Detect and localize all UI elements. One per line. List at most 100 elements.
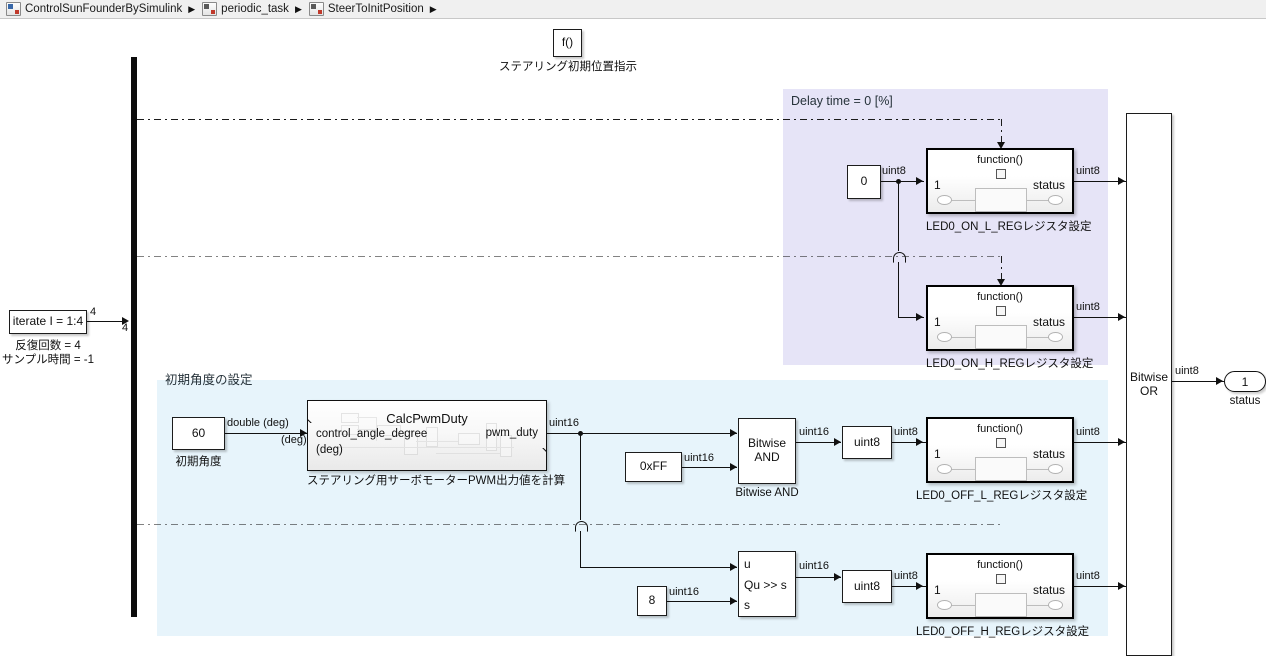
- breadcrumb-item-steer-to-init-position[interactable]: SteerToInitPosition: [307, 2, 426, 16]
- wire-zero-branch-down: [898, 181, 900, 251]
- breadcrumb-separator: ▶: [188, 3, 196, 14]
- constant-zero-value: 0: [860, 174, 868, 189]
- function-call-line-off-l: [137, 524, 1002, 526]
- shift-arithmetic-block[interactable]: u Qu >> s s: [738, 551, 796, 617]
- constant-angle-block[interactable]: 60: [172, 417, 225, 450]
- function-call-drop-on-l: [1001, 119, 1003, 144]
- bitwise-or-block[interactable]: Bitwise OR: [1126, 113, 1172, 656]
- signal-label-and-out: uint16: [799, 426, 829, 438]
- arrow-mask-to-and: [730, 463, 737, 471]
- converter-low-block[interactable]: uint8: [842, 426, 892, 459]
- arrow-or-to-output: [1216, 377, 1223, 385]
- signal-label-convert-low-out: uint8: [894, 426, 918, 438]
- function-call-block[interactable]: f(): [553, 29, 582, 57]
- output-port-status[interactable]: 1: [1224, 371, 1266, 392]
- wire-pwm-to-shift: [580, 567, 737, 569]
- arrow-function-call-on-h: [997, 279, 1005, 286]
- wire-and-to-convert: [796, 442, 841, 444]
- bitwise-and-caption: Bitwise AND: [735, 487, 799, 499]
- subsystem-led0-on-l-reg[interactable]: function() 1 status: [926, 148, 1074, 214]
- function-call-port-label: function(): [977, 154, 1023, 166]
- breadcrumb-item-model[interactable]: ControlSunFounderBySimulink: [4, 2, 184, 16]
- subsystem-icon-box: [975, 188, 1027, 212]
- model-caption-calc-pwm-duty: ステアリング用サーボモーターPWM出力値を計算: [307, 475, 566, 487]
- subsystem-led0-off-h-reg[interactable]: function() 1 status: [926, 553, 1074, 619]
- signal-label-pwm-uint16: uint16: [549, 417, 579, 429]
- wire-on-l-to-or: [1074, 181, 1126, 183]
- subsystem-icon: [202, 2, 218, 16]
- subsystem-icon-in-oval: [937, 464, 952, 474]
- signal-label-zero-uint8: uint8: [882, 165, 906, 177]
- function-call-port-icon: [996, 169, 1006, 179]
- breadcrumb-label: ControlSunFounderBySimulink: [25, 3, 183, 15]
- constant-shift-value: 8: [648, 593, 656, 608]
- area-initial-angle-label: 初期角度の設定: [165, 373, 253, 387]
- arrow-shift-to-convert: [834, 573, 841, 581]
- subsystem-led0-on-h-reg[interactable]: function() 1 status: [926, 285, 1074, 351]
- signal-label-off-h-out: uint8: [1076, 570, 1100, 582]
- wire-shiftamt-to-shift: [667, 601, 737, 603]
- signal-label-double-deg: double (deg): [227, 417, 289, 429]
- converter-low-label: uint8: [853, 434, 881, 449]
- wire-convert-to-off-l: [892, 442, 926, 444]
- subsystem-led0-off-l-reg[interactable]: function() 1 status: [926, 417, 1074, 483]
- arrow-convert-to-off-h: [916, 582, 923, 590]
- wire-zero-to-on-h: [898, 317, 924, 319]
- subsystem-caption-led0-on-h: LED0_ON_H_REGレジスタ設定: [926, 358, 1094, 370]
- subsystem-in-port-label: 1: [934, 583, 941, 597]
- wire-shift-to-convert: [796, 577, 841, 579]
- constant-angle-caption: 初期角度: [175, 456, 222, 468]
- arrow-shiftamt-to-shift: [730, 597, 737, 605]
- constant-zero-block[interactable]: 0: [847, 165, 881, 199]
- subsystem-icon-in-oval: [937, 600, 952, 610]
- converter-high-label: uint8: [853, 578, 881, 593]
- wire-zero-to-on-l: [881, 181, 924, 183]
- signal-label-convert-high-out: uint8: [894, 570, 918, 582]
- iterator-label: iterate I = 1:4: [12, 314, 84, 329]
- subsystem-caption-led0-off-l: LED0_OFF_L_REGレジスタ設定: [916, 490, 1088, 502]
- function-call-label: f(): [561, 35, 574, 50]
- wire-hop-zero: [893, 252, 906, 263]
- subsystem-in-port-label: 1: [934, 315, 941, 329]
- constant-mask-value: 0xFF: [639, 459, 668, 474]
- wire-hop-pwm: [575, 521, 588, 532]
- wire-label-iterator-bottom: 4: [122, 322, 129, 334]
- wire-iterator-to-bus: [87, 321, 127, 323]
- signal-label-shift-out: uint16: [799, 560, 829, 572]
- constant-shift-block[interactable]: 8: [637, 586, 667, 616]
- model-icon: [6, 2, 21, 16]
- model-block-calc-pwm-duty[interactable]: CalcPwmDuty control_angle_degree (deg) p…: [307, 400, 547, 471]
- converter-high-block[interactable]: uint8: [842, 570, 892, 603]
- port-label-deg: (deg): [281, 434, 307, 446]
- shift-expression: Qu >> s: [744, 578, 787, 592]
- model-corner-bottom-right: [524, 448, 546, 470]
- breadcrumb-item-periodic-task[interactable]: periodic_task: [200, 2, 291, 16]
- arrow-zero-to-on-h: [916, 313, 923, 321]
- breadcrumb-separator: ▶: [429, 3, 437, 14]
- wire-angle-to-calcpwm: [225, 433, 307, 435]
- bitwise-and-block[interactable]: Bitwise AND: [738, 418, 796, 484]
- output-port-caption: status: [1229, 395, 1261, 407]
- breadcrumb-label: SteerToInitPosition: [327, 3, 424, 15]
- function-call-port-label: function(): [977, 291, 1023, 303]
- wire-or-to-output: [1172, 381, 1224, 383]
- arrow-off-h-to-or: [1118, 582, 1125, 590]
- subsystem-icon-box: [975, 325, 1027, 349]
- arrow-convert-to-off-l: [916, 438, 923, 446]
- arrow-angle-to-calcpwm: [300, 429, 307, 437]
- iterator-bus-bar[interactable]: [131, 57, 137, 617]
- wire-convert-to-off-h: [892, 586, 926, 588]
- arrow-off-l-to-or: [1118, 438, 1125, 446]
- output-port-number: 1: [1241, 374, 1249, 389]
- signal-label-or-out: uint8: [1175, 365, 1199, 377]
- shift-port-u: u: [744, 557, 751, 571]
- subsystem-icon-out-oval: [1048, 600, 1063, 610]
- iterator-block[interactable]: iterate I = 1:4: [9, 310, 87, 334]
- arrow-pwm-to-shift: [730, 563, 737, 571]
- wire-pwm-branch-down2: [580, 531, 582, 568]
- subsystem-icon-in-oval: [937, 332, 952, 342]
- model-out-port-label: pwm_duty: [485, 427, 538, 439]
- subsystem-caption-led0-on-l: LED0_ON_L_REGレジスタ設定: [926, 221, 1092, 233]
- constant-mask-block[interactable]: 0xFF: [625, 452, 682, 482]
